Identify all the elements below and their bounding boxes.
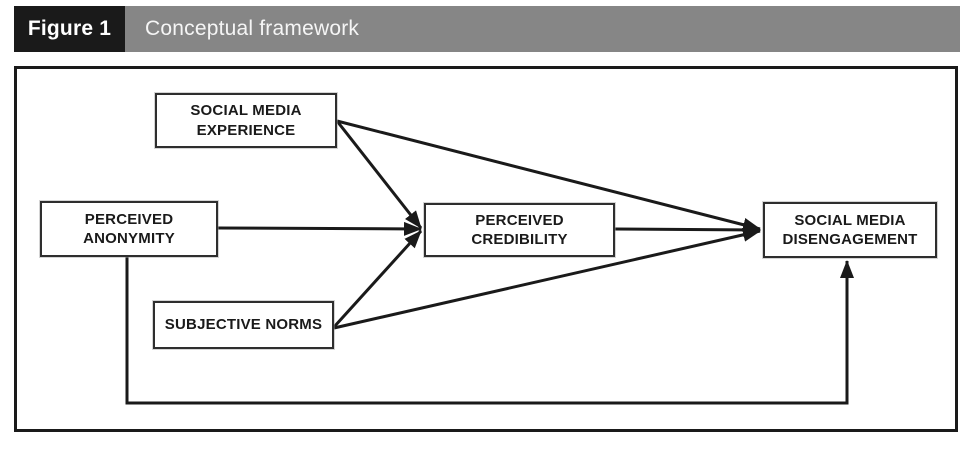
node-subjective-norms: SUBJECTIVE NORMS bbox=[153, 301, 334, 349]
figure-number-label: Figure 1 bbox=[14, 6, 125, 52]
node-perceived-anonymity: PERCEIVED ANONYMITY bbox=[40, 201, 218, 257]
figure-title: Conceptual framework bbox=[125, 6, 960, 52]
node-perceived-credibility: PERCEIVED CREDIBILITY bbox=[424, 203, 615, 257]
node-social-media-experience: SOCIAL MEDIA EXPERIENCE bbox=[155, 93, 337, 148]
node-social-media-disengagement: SOCIAL MEDIA DISENGAGEMENT bbox=[763, 202, 937, 258]
